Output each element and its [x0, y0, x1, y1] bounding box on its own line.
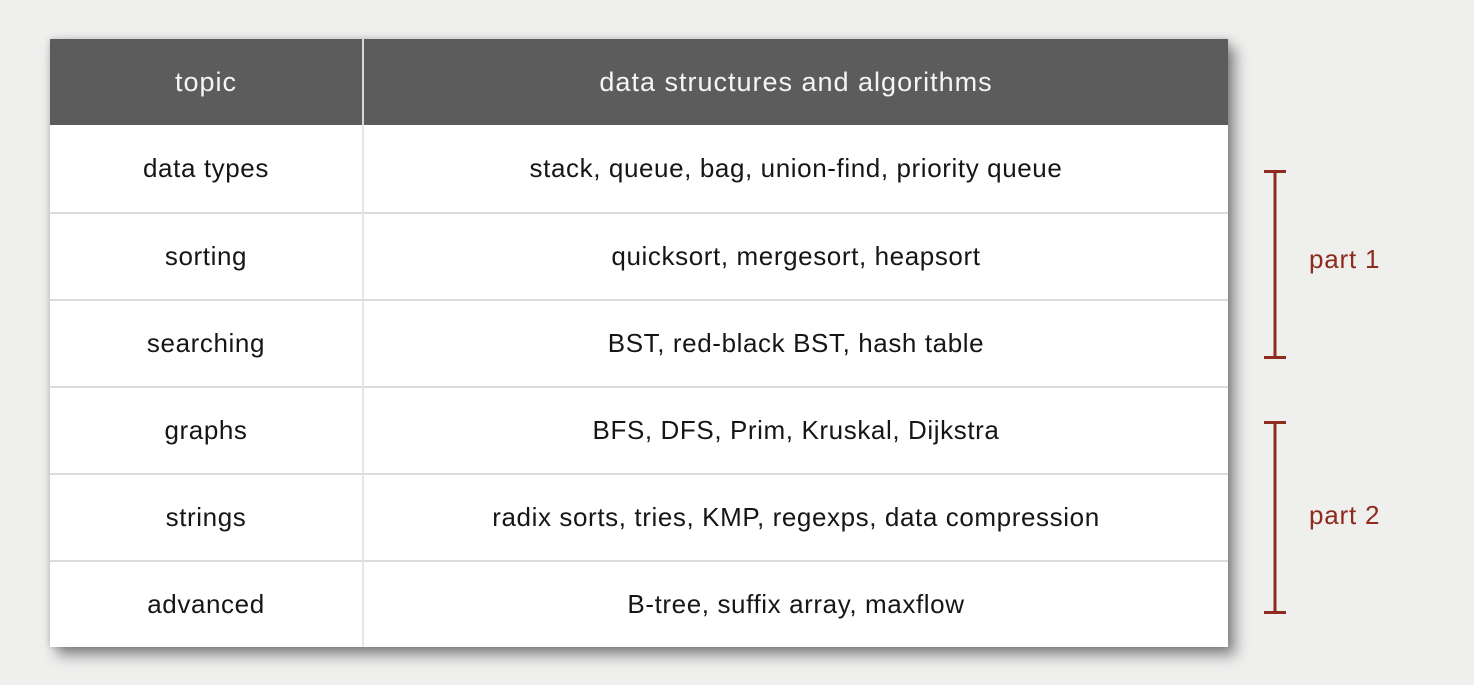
table-row-algorithms: BFS, DFS, Prim, Kruskal, Dijkstra — [364, 386, 1228, 473]
part-1-bracket — [1264, 170, 1286, 359]
table-header-topic: topic — [50, 39, 364, 125]
part-2-label: part 2 — [1309, 500, 1381, 530]
table-row-topic: searching — [50, 299, 364, 386]
part-1-label: part 1 — [1309, 244, 1381, 274]
table-row-algorithms: radix sorts, tries, KMP, regexps, data c… — [364, 473, 1228, 560]
table-row-topic: strings — [50, 473, 364, 560]
table-row-algorithms: quicksort, mergesort, heapsort — [364, 212, 1228, 299]
table-row-topic: data types — [50, 125, 364, 212]
table-row-algorithms: B-tree, suffix array, maxflow — [364, 560, 1228, 647]
table-row-topic: advanced — [50, 560, 364, 647]
part-2-bracket — [1264, 421, 1286, 614]
table-row-topic: sorting — [50, 212, 364, 299]
table-row-topic: graphs — [50, 386, 364, 473]
topics-table: topic data structures and algorithms dat… — [50, 39, 1228, 647]
table-row-algorithms: stack, queue, bag, union-find, priority … — [364, 125, 1228, 212]
table-header-algorithms: data structures and algorithms — [364, 39, 1228, 125]
table-row-algorithms: BST, red-black BST, hash table — [364, 299, 1228, 386]
